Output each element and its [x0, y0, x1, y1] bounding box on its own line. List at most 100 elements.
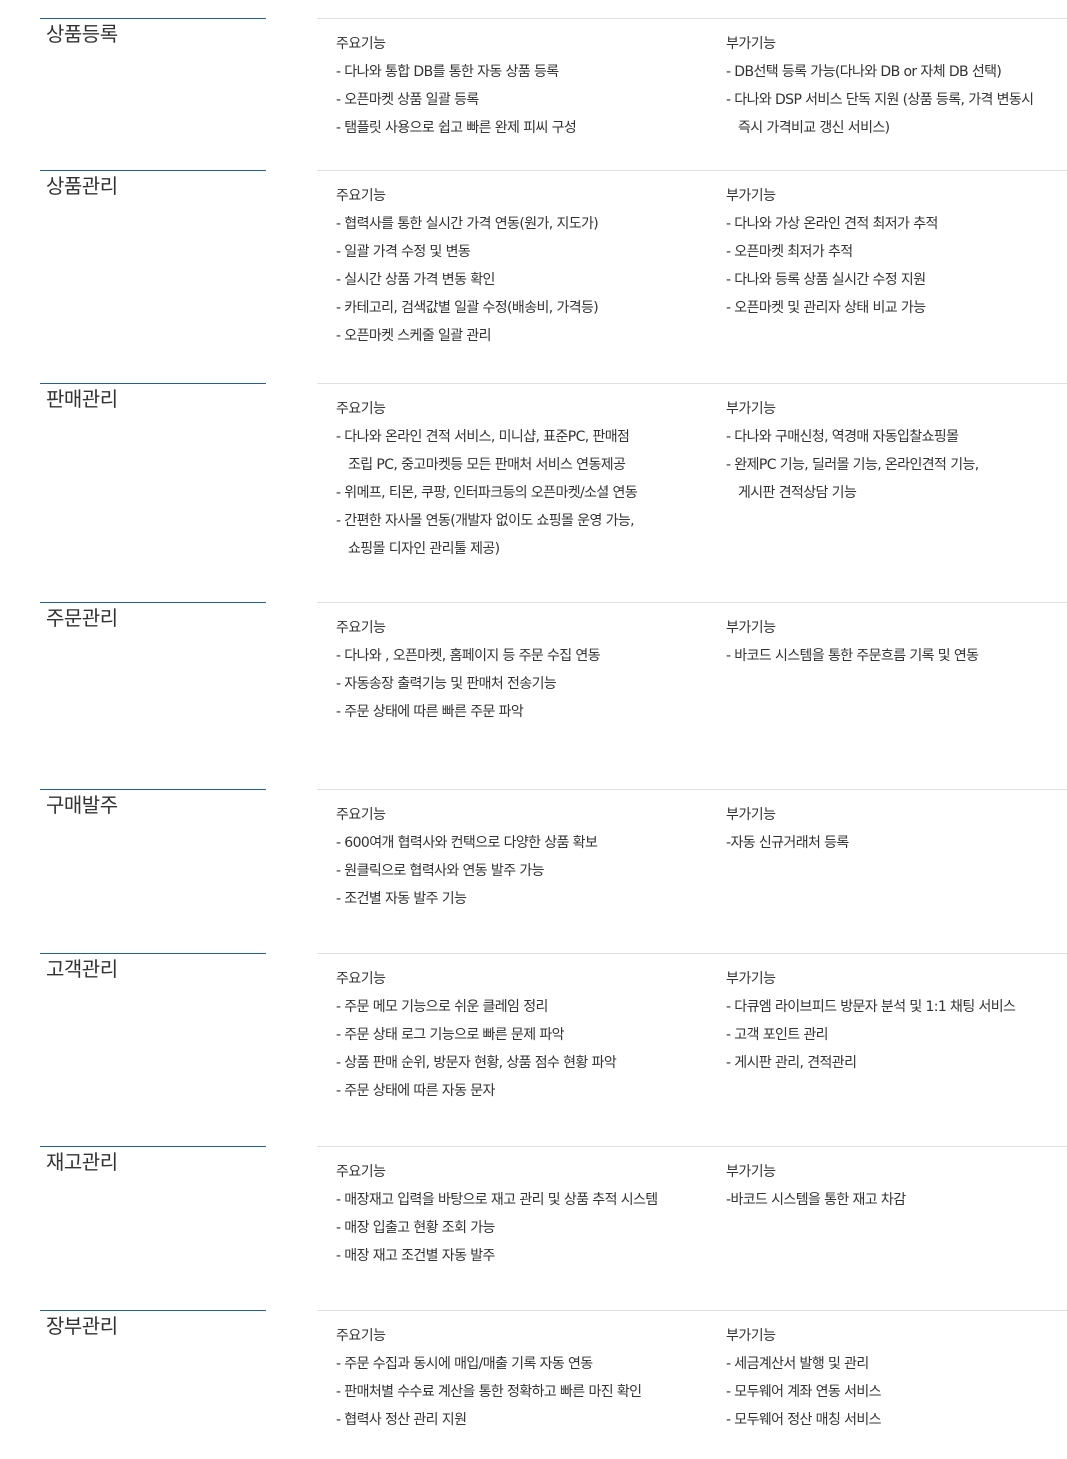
section-divider-accent: [40, 18, 266, 19]
feature-item-text: -바코드 시스템을 통한 재고 차감: [726, 1192, 906, 1208]
feature-item-text: - 오픈마켓 스케줄 일괄 관리: [336, 328, 492, 344]
extra-features-column: 부가기능-바코드 시스템을 통한 재고 차감: [726, 1158, 1061, 1214]
feature-item-text: - 바코드 시스템을 통한 주문흐름 기록 및 연동: [726, 648, 979, 664]
section-title: 주문관리: [46, 606, 118, 630]
feature-item-text: - 다나와 , 오픈마켓, 홈페이지 등 주문 수집 연동: [336, 648, 601, 664]
section-title: 재고관리: [46, 1150, 118, 1174]
feature-item: - 모두웨어 계좌 연동 서비스: [726, 1378, 1061, 1406]
feature-list: -자동 신규거래처 등록: [726, 829, 1061, 857]
feature-list: - DB선택 등록 가능(다나와 DB or 자체 DB 선택) - 다나와 DS…: [726, 58, 1061, 142]
feature-list: - 다나와 , 오픈마켓, 홈페이지 등 주문 수집 연동 - 자동송장 출력기능…: [336, 642, 706, 726]
feature-item-text: - 위메프, 티몬, 쿠팡, 인터파크등의 오픈마켓/소셜 연동: [336, 485, 638, 501]
extra-features-column: 부가기능 - 다나와 구매신청, 역경매 자동입찰쇼핑몰 - 완제PC 기능, 딜러…: [726, 395, 1061, 507]
extra-features-heading: 부가기능: [726, 1328, 776, 1344]
feature-item: - 주문 상태 로그 기능으로 빠른 문제 파악: [336, 1021, 706, 1049]
section-divider: [317, 1146, 1067, 1147]
section-divider: [317, 953, 1067, 954]
section-divider-accent: [40, 602, 266, 603]
section-title: 판매관리: [46, 387, 118, 411]
feature-item: - 실시간 상품 가격 변동 확인: [336, 266, 706, 294]
feature-item: - 판매처별 수수료 계산을 통한 정확하고 빠른 마진 확인: [336, 1378, 706, 1406]
feature-item-text: - 상품 판매 순위, 방문자 현황, 상품 점수 현황 파악: [336, 1055, 617, 1071]
section-divider: [317, 170, 1067, 171]
feature-item-text: - 주문 메모 기능으로 쉬운 클레임 정리: [336, 999, 548, 1015]
section-title: 상품관리: [46, 174, 118, 198]
feature-list: - 주문 수집과 동시에 매입/매출 기록 자동 연동 - 판매처별 수수료 계산…: [336, 1350, 706, 1434]
extra-features-column: 부가기능- 다큐엠 라이브피드 방문자 분석 및 1:1 채팅 서비스- 고객 …: [726, 965, 1061, 1077]
section-divider: [317, 1310, 1067, 1311]
feature-item-text: - 모두웨어 계좌 연동 서비스: [726, 1384, 882, 1400]
feature-item-continuation: 즉시 가격비교 갱신 서비스): [738, 120, 890, 136]
feature-item: - 주문 상태에 따른 빠른 주문 파악: [336, 698, 706, 726]
feature-item: - 주문 수집과 동시에 매입/매출 기록 자동 연동: [336, 1350, 706, 1378]
feature-item: - 매장 재고 조건별 자동 발주: [336, 1242, 706, 1270]
feature-item: - DB선택 등록 가능(다나와 DB or 자체 DB 선택): [726, 58, 1061, 86]
feature-item: - 오픈마켓 스케줄 일괄 관리: [336, 322, 706, 350]
feature-list: - 다큐엠 라이브피드 방문자 분석 및 1:1 채팅 서비스- 고객 포인트 …: [726, 993, 1061, 1077]
feature-item-text: - 다나와 구매신청, 역경매 자동입찰쇼핑몰: [726, 429, 959, 445]
feature-item: - 간편한 자사몰 연동(개발자 없이도 쇼핑몰 운영 가능,쇼핑몰 디자인 관…: [336, 507, 706, 563]
feature-item: - 오픈마켓 및 관리자 상태 비교 가능: [726, 294, 1061, 322]
main-features-heading: 주요기능: [336, 807, 386, 823]
feature-item: - 오픈마켓 상품 일괄 등록: [336, 86, 706, 114]
feature-item: - 카테고리, 검색값별 일괄 수정(배송비, 가격등): [336, 294, 706, 322]
section-title: 구매발주: [46, 793, 118, 817]
feature-item-text: - 주문 상태에 따른 빠른 주문 파악: [336, 704, 524, 720]
feature-item-text: - 다나와 DSP 서비스 단독 지원 (상품 등록, 가격 변동시: [726, 92, 1034, 108]
feature-item: - 협력사를 통한 실시간 가격 연동(원가, 지도가): [336, 210, 706, 238]
feature-item: - 오픈마켓 최저가 추적: [726, 238, 1061, 266]
feature-item-text: - 매장재고 입력을 바탕으로 재고 관리 및 상품 추적 시스템: [336, 1192, 658, 1208]
section-divider: [317, 383, 1067, 384]
extra-features-heading: 부가기능: [726, 188, 776, 204]
feature-item-text: - 주문 상태 로그 기능으로 빠른 문제 파악: [336, 1027, 564, 1043]
section-title: 상품등록: [46, 22, 118, 46]
main-features-heading: 주요기능: [336, 1164, 386, 1180]
feature-item: - 위메프, 티몬, 쿠팡, 인터파크등의 오픈마켓/소셜 연동: [336, 479, 706, 507]
main-features-column: 주요기능- 다나와 통합 DB를 통한 자동 상품 등록- 오픈마켓 상품 일괄…: [336, 30, 706, 142]
feature-item: - 매장재고 입력을 바탕으로 재고 관리 및 상품 추적 시스템: [336, 1186, 706, 1214]
feature-list: - 다나와 통합 DB를 통한 자동 상품 등록 - 오픈마켓 상품 일괄 등록 -…: [336, 58, 706, 142]
feature-item-text: - 판매처별 수수료 계산을 통한 정확하고 빠른 마진 확인: [336, 1384, 642, 1400]
feature-item: - 협력사 정산 관리 지원: [336, 1406, 706, 1434]
feature-item: - 다나와 , 오픈마켓, 홈페이지 등 주문 수집 연동: [336, 642, 706, 670]
feature-item: - 자동송장 출력기능 및 판매처 전송기능: [336, 670, 706, 698]
section-divider-accent: [40, 1310, 266, 1311]
feature-item: - 다나와 등록 상품 실시간 수정 지원: [726, 266, 1061, 294]
feature-item-text: - 실시간 상품 가격 변동 확인: [336, 272, 495, 288]
section-title: 장부관리: [46, 1314, 118, 1338]
feature-item-text: - 원클릭으로 협력사와 연동 발주 가능: [336, 863, 545, 879]
feature-item-text: - 오픈마켓 최저가 추적: [726, 244, 853, 260]
feature-item-text: - 탬플릿 사용으로 쉽고 빠른 완제 피씨 구성: [336, 120, 577, 136]
feature-item: - 원클릭으로 협력사와 연동 발주 가능: [336, 857, 706, 885]
feature-item: - 주문 메모 기능으로 쉬운 클레임 정리: [336, 993, 706, 1021]
feature-item-text: - 완제PC 기능, 딜러몰 기능, 온라인견적 기능,: [726, 457, 979, 473]
feature-list: - 600여개 협력사와 컨택으로 다양한 상품 확보- 원클릭으로 협력사와 …: [336, 829, 706, 913]
main-features-column: 주요기능 - 600여개 협력사와 컨택으로 다양한 상품 확보- 원클릭으로 협…: [336, 801, 706, 913]
feature-item: - 다나와 통합 DB를 통한 자동 상품 등록: [336, 58, 706, 86]
feature-item-text: - 주문 수집과 동시에 매입/매출 기록 자동 연동: [336, 1356, 593, 1372]
extra-features-heading: 부가기능: [726, 36, 776, 52]
feature-list: - 주문 메모 기능으로 쉬운 클레임 정리 - 주문 상태 로그 기능으로 빠른…: [336, 993, 706, 1105]
main-features-heading: 주요기능: [336, 620, 386, 636]
feature-list: -바코드 시스템을 통한 재고 차감: [726, 1186, 1061, 1214]
feature-item-text: - 조건별 자동 발주 기능: [336, 891, 467, 907]
section-divider-accent: [40, 170, 266, 171]
feature-item-text: - 협력사를 통한 실시간 가격 연동(원가, 지도가): [336, 216, 599, 232]
extra-features-heading: 부가기능: [726, 401, 776, 417]
feature-item: - 다나와 구매신청, 역경매 자동입찰쇼핑몰: [726, 423, 1061, 451]
feature-list: - 매장재고 입력을 바탕으로 재고 관리 및 상품 추적 시스템- 매장 입출…: [336, 1186, 706, 1270]
feature-item-text: - 모두웨어 정산 매칭 서비스: [726, 1412, 882, 1428]
feature-list: - 다나와 구매신청, 역경매 자동입찰쇼핑몰 - 완제PC 기능, 딜러몰 기능…: [726, 423, 1061, 507]
extra-features-heading: 부가기능: [726, 807, 776, 823]
feature-item: -자동 신규거래처 등록: [726, 829, 1061, 857]
main-features-heading: 주요기능: [336, 971, 386, 987]
feature-item-text: - 세금계산서 발행 및 관리: [726, 1356, 869, 1372]
feature-item-text: - 다나와 가상 온라인 견적 최저가 추적: [726, 216, 938, 232]
feature-item: - 조건별 자동 발주 기능: [336, 885, 706, 913]
feature-list: - 바코드 시스템을 통한 주문흐름 기록 및 연동: [726, 642, 1061, 670]
feature-item-text: - 오픈마켓 및 관리자 상태 비교 가능: [726, 300, 926, 316]
feature-item-text: - 다나와 통합 DB를 통한 자동 상품 등록: [336, 64, 559, 80]
feature-item-text: - 다나와 온라인 견적 서비스, 미니샵, 표준PC, 판매점: [336, 429, 630, 445]
feature-item: - 모두웨어 정산 매칭 서비스: [726, 1406, 1061, 1434]
